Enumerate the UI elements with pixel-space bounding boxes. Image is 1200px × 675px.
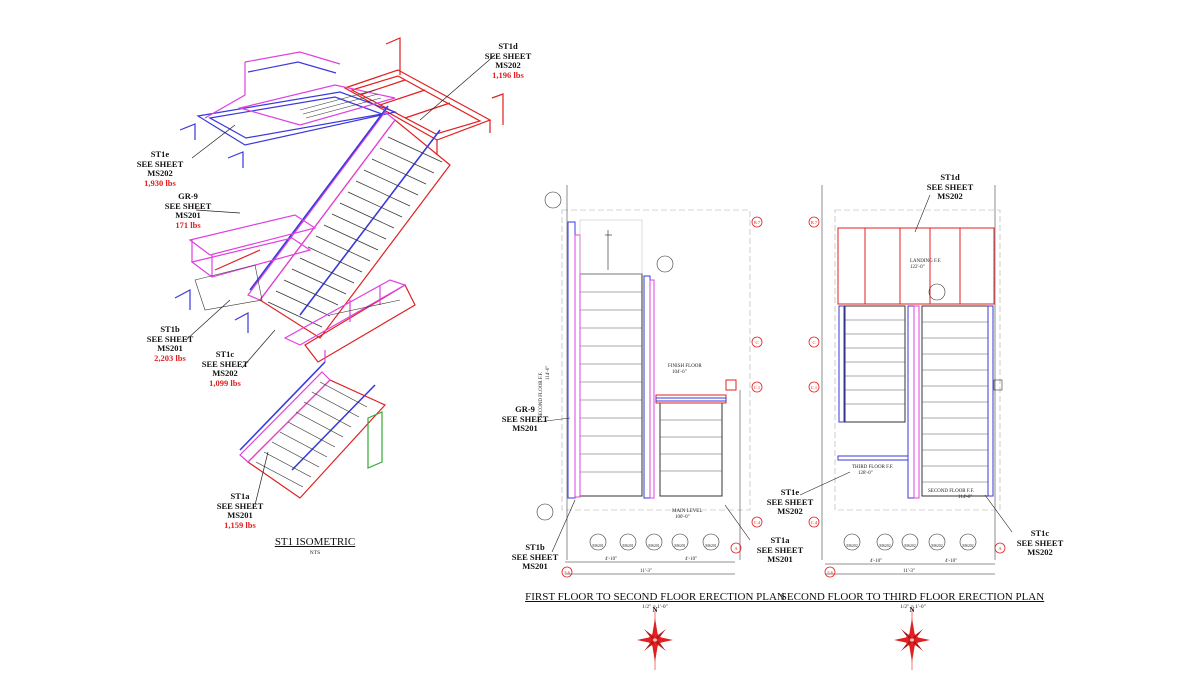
plan2-section-marks xyxy=(843,283,977,551)
plan2-level-second: SECOND FLOOR F.F. xyxy=(928,489,974,494)
svg-text:5.6: 5.6 xyxy=(827,570,833,575)
svg-text:C.4: C.4 xyxy=(811,520,818,525)
plan1-dim-2: 4'-10" xyxy=(685,557,697,562)
plan2-elev-second: 114'-0" xyxy=(958,495,972,500)
st1b-flight xyxy=(247,105,451,339)
plan2-dim-total: 11'-3" xyxy=(903,569,915,574)
plan1-long-flight xyxy=(567,219,655,499)
callout-st1e-plan2: ST1e SEE SHEET MS202 xyxy=(766,487,814,517)
plan1-elev-main: 100'-0" xyxy=(675,515,690,520)
plan2-elev-landing: 122'-0" xyxy=(910,265,925,270)
svg-text:MS202: MS202 xyxy=(931,544,942,548)
svg-text:MS202: MS202 xyxy=(879,544,890,548)
svg-text:MS202: MS202 xyxy=(962,544,973,548)
iso-leaders xyxy=(185,54,496,506)
plan2-view: B.7 C C.1 C.4 A 5.6 MS202 MS202 MS202 MS… xyxy=(799,185,1013,578)
plan1-dim-total: 11'-3" xyxy=(640,569,652,574)
callout-st1c-iso: ST1c SEE SHEET MS202 1,099 lbs xyxy=(201,349,249,388)
svg-text:MS202: MS202 xyxy=(846,544,857,548)
plan2-top-landing xyxy=(837,227,995,305)
plan1-short-flight xyxy=(655,379,737,497)
svg-text:C: C xyxy=(812,340,815,345)
plan1-grid-bubbles xyxy=(561,216,763,578)
callout-st1b-plan1: ST1b SEE SHEET MS201 xyxy=(511,542,559,572)
plan2-elev-third: 128'-0" xyxy=(858,471,873,476)
isometric-scale: NTS xyxy=(309,550,321,556)
svg-text:MS202: MS202 xyxy=(904,544,915,548)
north-label-plan2: N xyxy=(909,606,914,614)
plan1-section-marks xyxy=(536,191,720,551)
isometric-title: ST1 ISOMETRIC xyxy=(274,536,356,548)
plan1-grid-text: B.7 C C.1 C.4 A 5.6 xyxy=(564,220,761,575)
plan1-view: B.7 C C.1 C.4 A 5.6 MS201 MS201 MS201 MS… xyxy=(536,185,763,578)
plan2-level-third: THIRD FLOOR F.F. xyxy=(852,465,893,470)
svg-text:B.7: B.7 xyxy=(754,220,761,225)
plan1-level-main: MAIN LEVEL xyxy=(672,509,702,514)
callout-st1a-plan1: ST1a SEE SHEET MS201 xyxy=(756,535,804,565)
svg-text:MS201: MS201 xyxy=(648,544,659,548)
plan1-scale: 1/2" = 1'-0" xyxy=(642,604,668,610)
callout-gr9-plan1: GR-9 SEE SHEET MS201 xyxy=(501,404,549,434)
plan1-level-finish: FINISH FLOOR xyxy=(668,364,702,369)
callout-st1d-plan2: ST1d SEE SHEET MS202 xyxy=(926,172,974,202)
svg-text:C.1: C.1 xyxy=(811,385,817,390)
plan1-title: FIRST FLOOR TO SECOND FLOOR ERECTION PLA… xyxy=(525,591,785,603)
plan2-level-landing: LANDING F.F. xyxy=(910,259,941,264)
plan2-grid-bubbles xyxy=(808,216,1006,578)
st1e-landing xyxy=(179,51,398,168)
north-label-plan1: N xyxy=(652,606,657,614)
plan2-dim-2: 4'-10" xyxy=(945,559,957,564)
svg-text:C.1: C.1 xyxy=(754,385,760,390)
callout-st1b-iso: ST1b SEE SHEET MS201 2,203 lbs xyxy=(146,324,194,363)
compass-rose-plan1 xyxy=(637,610,673,670)
plan2-right-flight xyxy=(907,305,1003,499)
plan2-title: SECOND FLOOR TO THIRD FLOOR ERECTION PLA… xyxy=(780,591,1045,603)
plan1-elev-second: 114'-0" xyxy=(546,366,551,380)
gr9-landing xyxy=(174,214,317,333)
plan1-dim-1: 4'-10" xyxy=(605,557,617,562)
plan2-dim-1: 4'-10" xyxy=(870,559,882,564)
callout-gr9-iso: GR-9 SEE SHEET MS201 171 lbs xyxy=(164,191,212,230)
plan1-level-second: SECOND FLOOR F.F. xyxy=(539,372,544,418)
plan2-left-flight xyxy=(837,305,909,461)
plan1-elev-finish: 104'-6" xyxy=(672,370,687,375)
svg-text:MS201: MS201 xyxy=(622,544,633,548)
plan2-grid-text: B.7 C C.1 C.4 A 5.6 xyxy=(811,220,1003,575)
svg-text:A: A xyxy=(734,546,738,551)
svg-text:5.6: 5.6 xyxy=(564,570,570,575)
svg-text:C: C xyxy=(755,340,758,345)
compass-rose-plan2 xyxy=(894,610,930,670)
isometric-view xyxy=(174,37,504,506)
callout-st1c-plan2: ST1c SEE SHEET MS202 xyxy=(1016,528,1064,558)
svg-text:C.4: C.4 xyxy=(754,520,761,525)
svg-text:A: A xyxy=(998,546,1002,551)
plan2-scale: 1/2" = 1'-0" xyxy=(900,604,926,610)
svg-text:MS201: MS201 xyxy=(592,544,603,548)
svg-text:B.7: B.7 xyxy=(811,220,818,225)
callout-st1d: ST1d SEE SHEET MS202 1,196 lbs xyxy=(484,41,532,80)
svg-text:MS201: MS201 xyxy=(705,544,716,548)
st1a-flight xyxy=(239,350,386,499)
callout-st1e: ST1e SEE SHEET MS202 1,930 lbs xyxy=(136,149,184,188)
svg-text:MS201: MS201 xyxy=(674,544,685,548)
st1c-landing xyxy=(283,279,416,363)
callout-st1a-iso: ST1a SEE SHEET MS201 1,159 lbs xyxy=(216,491,264,530)
